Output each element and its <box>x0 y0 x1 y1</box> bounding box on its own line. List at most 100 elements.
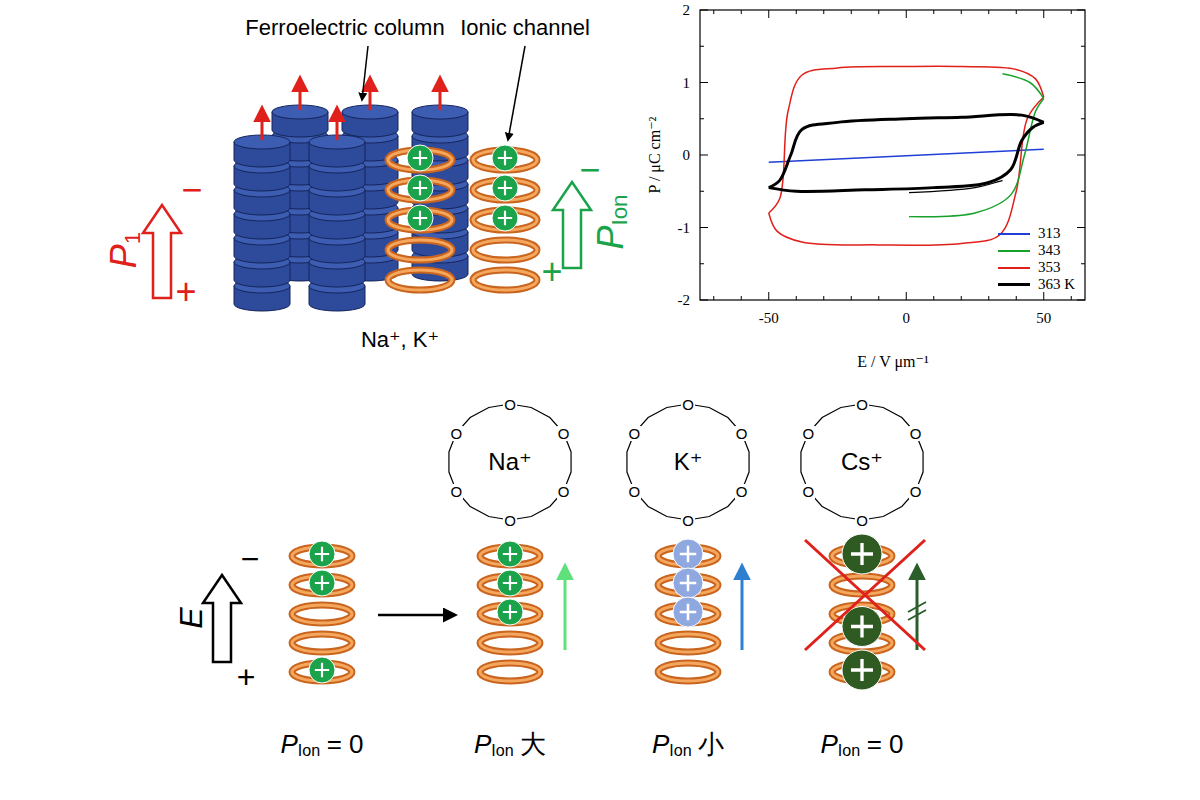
label-text: − <box>579 149 600 190</box>
label-text: -50 <box>759 310 779 326</box>
legend-swatch <box>998 283 1030 286</box>
polarization-hollow-arrow <box>143 205 181 298</box>
oxygen-atom: O <box>735 426 749 441</box>
label-text: Ionic channel <box>460 15 590 40</box>
ring-inner <box>473 270 537 290</box>
x-tick <box>741 10 742 300</box>
plus-symbol <box>851 543 873 565</box>
transition-arrow <box>378 614 455 617</box>
label-group: 50 <box>1036 310 1051 327</box>
label-group: P1 <box>104 232 146 268</box>
cation-ball <box>497 570 523 596</box>
label-text: P <box>590 226 631 250</box>
cation-name: K⁺ <box>673 450 704 474</box>
plus-symbol <box>851 616 873 638</box>
label-text: + <box>237 659 256 695</box>
label-group: 1 <box>683 74 691 91</box>
polarization-arrow <box>439 78 442 110</box>
subscript: Ion <box>669 741 691 759</box>
label-text: P <box>280 729 297 759</box>
plus-symbol <box>315 576 329 590</box>
ring-inner <box>292 605 352 623</box>
oxygen-atom: O <box>909 426 923 441</box>
label-text: Na⁺, K⁺ <box>361 327 439 352</box>
label-text: P <box>652 729 669 759</box>
label-text: 2 <box>683 2 691 18</box>
oxygen-atom: O <box>735 484 749 499</box>
ring-outer <box>480 663 540 681</box>
oxygen-atom: O <box>855 397 869 412</box>
x-tick <box>796 10 797 300</box>
oxygen-atom: O <box>801 484 815 499</box>
label-text: − <box>181 169 202 210</box>
ring-inner <box>480 663 540 681</box>
oxygen-atom: O <box>681 397 695 412</box>
plus-symbol <box>851 659 873 681</box>
cation-ball <box>673 568 703 598</box>
label-group: PIon小 <box>652 730 724 760</box>
blocked-mark <box>908 602 926 620</box>
label-text: Ferroelectric column <box>245 15 444 40</box>
cation-name: Cs⁺ <box>840 450 884 474</box>
legend-swatch <box>998 267 1030 269</box>
label-text: 1 <box>683 74 691 90</box>
plus-symbol <box>503 547 517 561</box>
ring-inner <box>473 240 537 260</box>
label-text: + <box>541 251 562 292</box>
oxygen-atom: O <box>855 513 869 528</box>
ion-arrow <box>564 566 567 650</box>
label-text: E <box>173 607 209 628</box>
label-group: + <box>175 272 196 312</box>
oxygen-atom: O <box>627 484 641 499</box>
cation-ball <box>309 570 335 596</box>
hysteresis-curve <box>1003 74 1044 99</box>
ring-outer <box>388 240 452 260</box>
x-tick <box>768 10 769 300</box>
plus-symbol <box>413 181 427 195</box>
x-tick <box>1071 10 1072 300</box>
cation-ball <box>842 650 882 690</box>
ring-outer <box>658 634 718 652</box>
y-tick <box>700 300 1085 301</box>
cation-ball <box>492 175 518 201</box>
label-group: PIon <box>591 194 633 249</box>
oxygen-atom: O <box>557 426 571 441</box>
label-text: P <box>103 244 144 268</box>
ring-inner <box>388 270 452 290</box>
ionic-channel <box>473 145 537 290</box>
x-tick <box>878 10 879 300</box>
legend-text: 353 <box>1038 259 1061 276</box>
legend-swatch <box>998 250 1030 252</box>
legend-text: 313 <box>1038 225 1061 242</box>
crown-ether: Cs⁺OOOOOO <box>787 392 937 532</box>
ring-outer <box>292 605 352 623</box>
x-tick <box>823 10 824 300</box>
y-tick <box>700 46 1085 47</box>
ferroelectric-column <box>234 135 290 311</box>
ionic-channel <box>658 539 718 681</box>
subscript: Ion <box>607 194 632 225</box>
label-group: PIon大 <box>474 730 546 760</box>
cation-ball <box>492 145 518 171</box>
ionic-channel <box>480 541 540 681</box>
cation-ball <box>497 541 523 567</box>
label-group: Na⁺, K⁺ <box>361 328 439 352</box>
oxygen-atom: O <box>503 513 517 528</box>
cation-name: Na⁺ <box>487 450 532 474</box>
y-tick <box>700 155 1085 156</box>
legend-entry: 343 <box>998 242 1061 259</box>
plot-frame <box>700 10 1085 300</box>
y-tick <box>700 82 1085 83</box>
subscript: 1 <box>120 232 145 244</box>
label-group: -2 <box>678 292 691 309</box>
label-group: − <box>241 542 260 577</box>
oxygen-atom: O <box>557 484 571 499</box>
ring-inner <box>658 634 718 652</box>
label-group: -50 <box>759 310 779 327</box>
oxygen-atom: O <box>449 484 463 499</box>
label-text: 0 <box>903 310 911 326</box>
label-group: PIon= 0 <box>820 730 903 760</box>
label-text: E / V μm⁻¹ <box>857 353 928 370</box>
ring-outer <box>658 663 718 681</box>
ring-outer <box>292 634 352 652</box>
